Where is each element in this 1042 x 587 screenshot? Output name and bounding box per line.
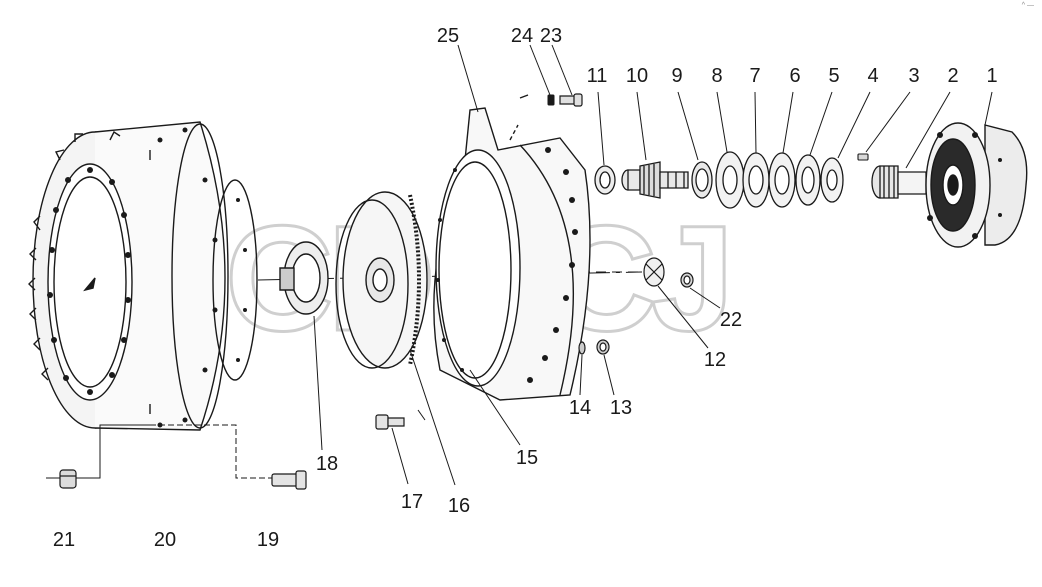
leader-1: [984, 91, 993, 126]
leader-8: [716, 91, 728, 153]
label-6: 6: [789, 65, 800, 87]
part-19-bolt: [272, 471, 306, 489]
label-10: 10: [626, 65, 648, 87]
label-2: 2: [947, 65, 958, 87]
leader-24: [529, 44, 551, 96]
part-11-bushing: [595, 166, 615, 194]
label-16: 16: [448, 495, 470, 517]
part-3-plug: [858, 154, 868, 160]
part-12-thrust-disc: [644, 258, 664, 286]
leader-22: [689, 287, 721, 309]
corner-mark: ^ —: [1021, 2, 1034, 9]
leader-12: [657, 285, 709, 349]
label-9: 9: [671, 65, 682, 87]
leader-6: [782, 91, 794, 154]
label-11: 11: [587, 65, 608, 87]
label-18: 18: [316, 453, 338, 475]
label-8: 8: [711, 65, 722, 87]
label-4: 4: [867, 65, 878, 87]
leader-25: [457, 44, 479, 113]
leader-9: [677, 91, 699, 161]
leader-23: [551, 44, 573, 96]
part-14-ring: [579, 342, 585, 354]
leader-3: [865, 91, 911, 153]
part-24-washer: [548, 95, 554, 105]
part-9-ring: [692, 162, 712, 198]
label-24: 24: [511, 25, 533, 47]
part-5-disc: [796, 155, 820, 205]
label-22: 22: [720, 309, 742, 331]
label-20: 20: [154, 529, 176, 551]
leader-10: [636, 91, 647, 161]
label-15: 15: [516, 447, 538, 469]
label-12: 12: [704, 349, 726, 371]
part-23-screw: [560, 94, 582, 106]
part-4-disc: [821, 158, 843, 202]
label-17: 17: [401, 491, 423, 513]
leader-14: [579, 354, 583, 396]
leader-5: [809, 91, 833, 156]
part-18-bearing: [280, 242, 328, 314]
part-7-disc: [743, 153, 769, 207]
part-21-plug: [60, 470, 76, 488]
leader-16: [409, 349, 456, 486]
label-5: 5: [828, 65, 839, 87]
label-1: 1: [986, 65, 997, 87]
part-8-disc: [716, 152, 744, 208]
part-6-disc: [769, 153, 795, 207]
part-2-input-gear: [872, 166, 926, 198]
leader-4: [837, 91, 871, 159]
leader-18: [313, 315, 323, 451]
leader-17: [391, 427, 409, 485]
part-1-motor: [926, 123, 1027, 247]
part-labels: 1 2 3 4 5 6 7 8 9 10 11 12 13 14 15 16 1…: [53, 25, 998, 551]
label-19: 19: [257, 529, 279, 551]
part-17-bolt: [376, 415, 404, 429]
part-13-nut: [597, 340, 609, 354]
label-3: 3: [908, 65, 919, 87]
leader-15: [469, 369, 521, 446]
leader-11: [597, 91, 605, 166]
label-21: 21: [53, 529, 75, 551]
label-13: 13: [610, 397, 632, 419]
leader-7: [754, 91, 757, 154]
part-22-nut: [681, 273, 693, 287]
label-23: 23: [540, 25, 562, 47]
part-15-carrier: [434, 95, 590, 400]
leader-13: [603, 354, 615, 396]
label-14: 14: [569, 397, 591, 419]
label-7: 7: [749, 65, 760, 87]
part-10-shaft: [622, 162, 688, 198]
part-16-gear: [336, 192, 427, 368]
label-25: 25: [437, 25, 459, 47]
leader-2: [905, 91, 951, 169]
part-20-housing: [29, 122, 257, 430]
